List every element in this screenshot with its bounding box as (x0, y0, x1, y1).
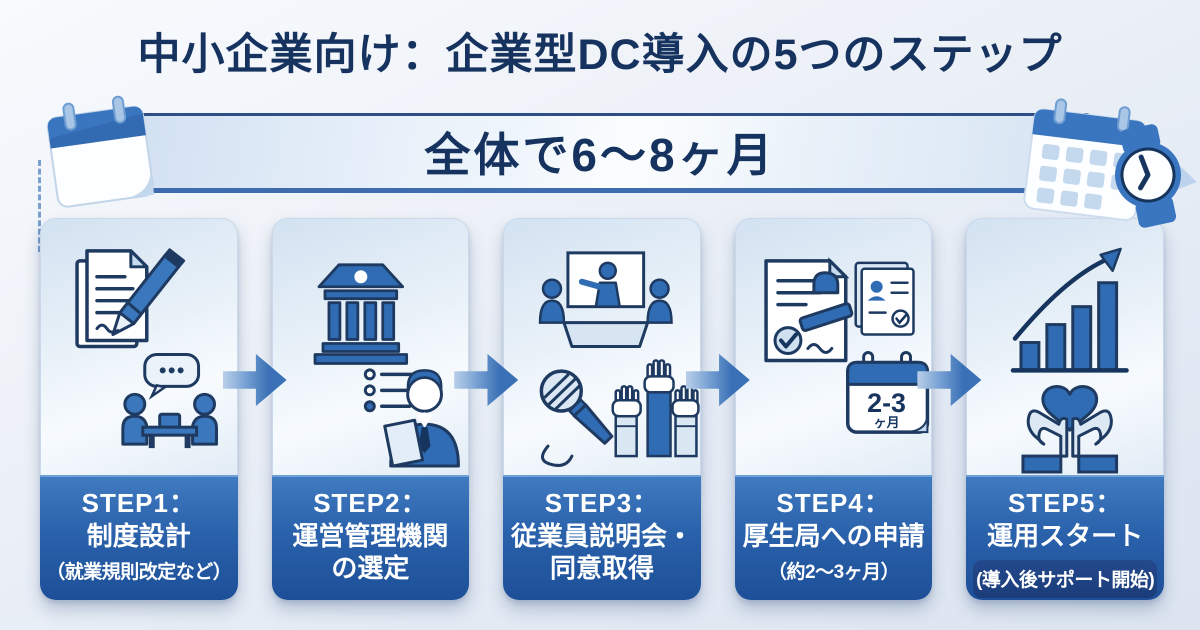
step3-name: 従業員説明会・ (510, 520, 693, 551)
step1-illustration (40, 218, 238, 475)
step1-name: 制度設計 (86, 520, 191, 551)
bank-icon (313, 263, 408, 365)
step5-label: STEP5： (1007, 488, 1123, 518)
duration-banner-label: 全体で6〜8ヶ月 (424, 129, 776, 181)
step3-footer: STEP3： 従業員説明会・ 同意取得 (503, 475, 701, 600)
step2-illustration (271, 218, 470, 475)
step-card-5: STEP5： 運用スタート (導入後サポート開始) (966, 218, 1164, 600)
page-title: 中小企業向け：企業型DC導入の5つのステップ (137, 31, 1063, 79)
step-card-4: 2-3 ヶ月 STEP4： 厚生局への申請 （約2〜3ヶ月） (734, 218, 933, 600)
step3-name-2: 同意取得 (549, 553, 654, 583)
step5-note: (導入後サポート開始) (973, 560, 1157, 598)
step1-label: STEP1： (81, 488, 196, 518)
duration-banner: 全体で6〜8ヶ月 (110, 113, 1090, 193)
step3-illustration (503, 218, 701, 475)
step2-name: 運営管理機関 (292, 520, 449, 551)
step1-footer: STEP1： 制度設計 （就業規則改定など） (40, 475, 238, 600)
dotted-line-left (38, 160, 41, 252)
step5-footer: STEP5： 運用スタート (導入後サポート開始) (966, 475, 1164, 600)
raised-hands-icon (611, 359, 700, 458)
presentation-icon (538, 251, 673, 348)
meeting-discussion-icon (121, 352, 218, 449)
step4-footer: STEP4： 厚生局への申請 （約2〜3ヶ月） (734, 475, 933, 600)
step3-label: STEP3： (544, 488, 660, 518)
approved-form-icon (854, 261, 915, 336)
svg-text:ヶ月: ヶ月 (873, 415, 899, 430)
step-card-2: STEP2： 運営管理機関 の選定 (271, 218, 470, 600)
step1-note: （就業規則改定など） (46, 562, 232, 583)
step5-name: 運用スタート (987, 520, 1144, 551)
growth-chart-icon (1011, 247, 1130, 373)
calendar-badge-icon: 2-3 ヶ月 (845, 350, 929, 434)
calendar-icon (22, 88, 174, 220)
step2-footer: STEP2： 運営管理機関 の選定 (271, 475, 470, 600)
document-pen-icon (75, 248, 186, 349)
step4-name: 厚生局への申請 (742, 520, 925, 551)
step5-illustration (966, 218, 1164, 475)
microphone-icon (539, 369, 614, 467)
steps-row: STEP1： 制度設計 （就業規則改定など） (40, 218, 1164, 600)
step-card-3: STEP3： 従業員説明会・ 同意取得 (503, 218, 701, 600)
calendar-clock-icon (1015, 90, 1200, 240)
step2-name-2: の選定 (331, 553, 410, 583)
stamped-document-icon (764, 257, 854, 363)
step4-illustration: 2-3 ヶ月 (734, 218, 933, 475)
hands-heart-icon (1021, 385, 1119, 474)
step4-note: （約2〜3ヶ月） (768, 562, 900, 583)
step2-label: STEP2： (313, 488, 428, 518)
step-card-1: STEP1： 制度設計 （就業規則改定など） (40, 218, 238, 600)
svg-text:2-3: 2-3 (867, 388, 906, 418)
step4-label: STEP4： (776, 488, 891, 518)
advisor-icon (382, 369, 460, 468)
